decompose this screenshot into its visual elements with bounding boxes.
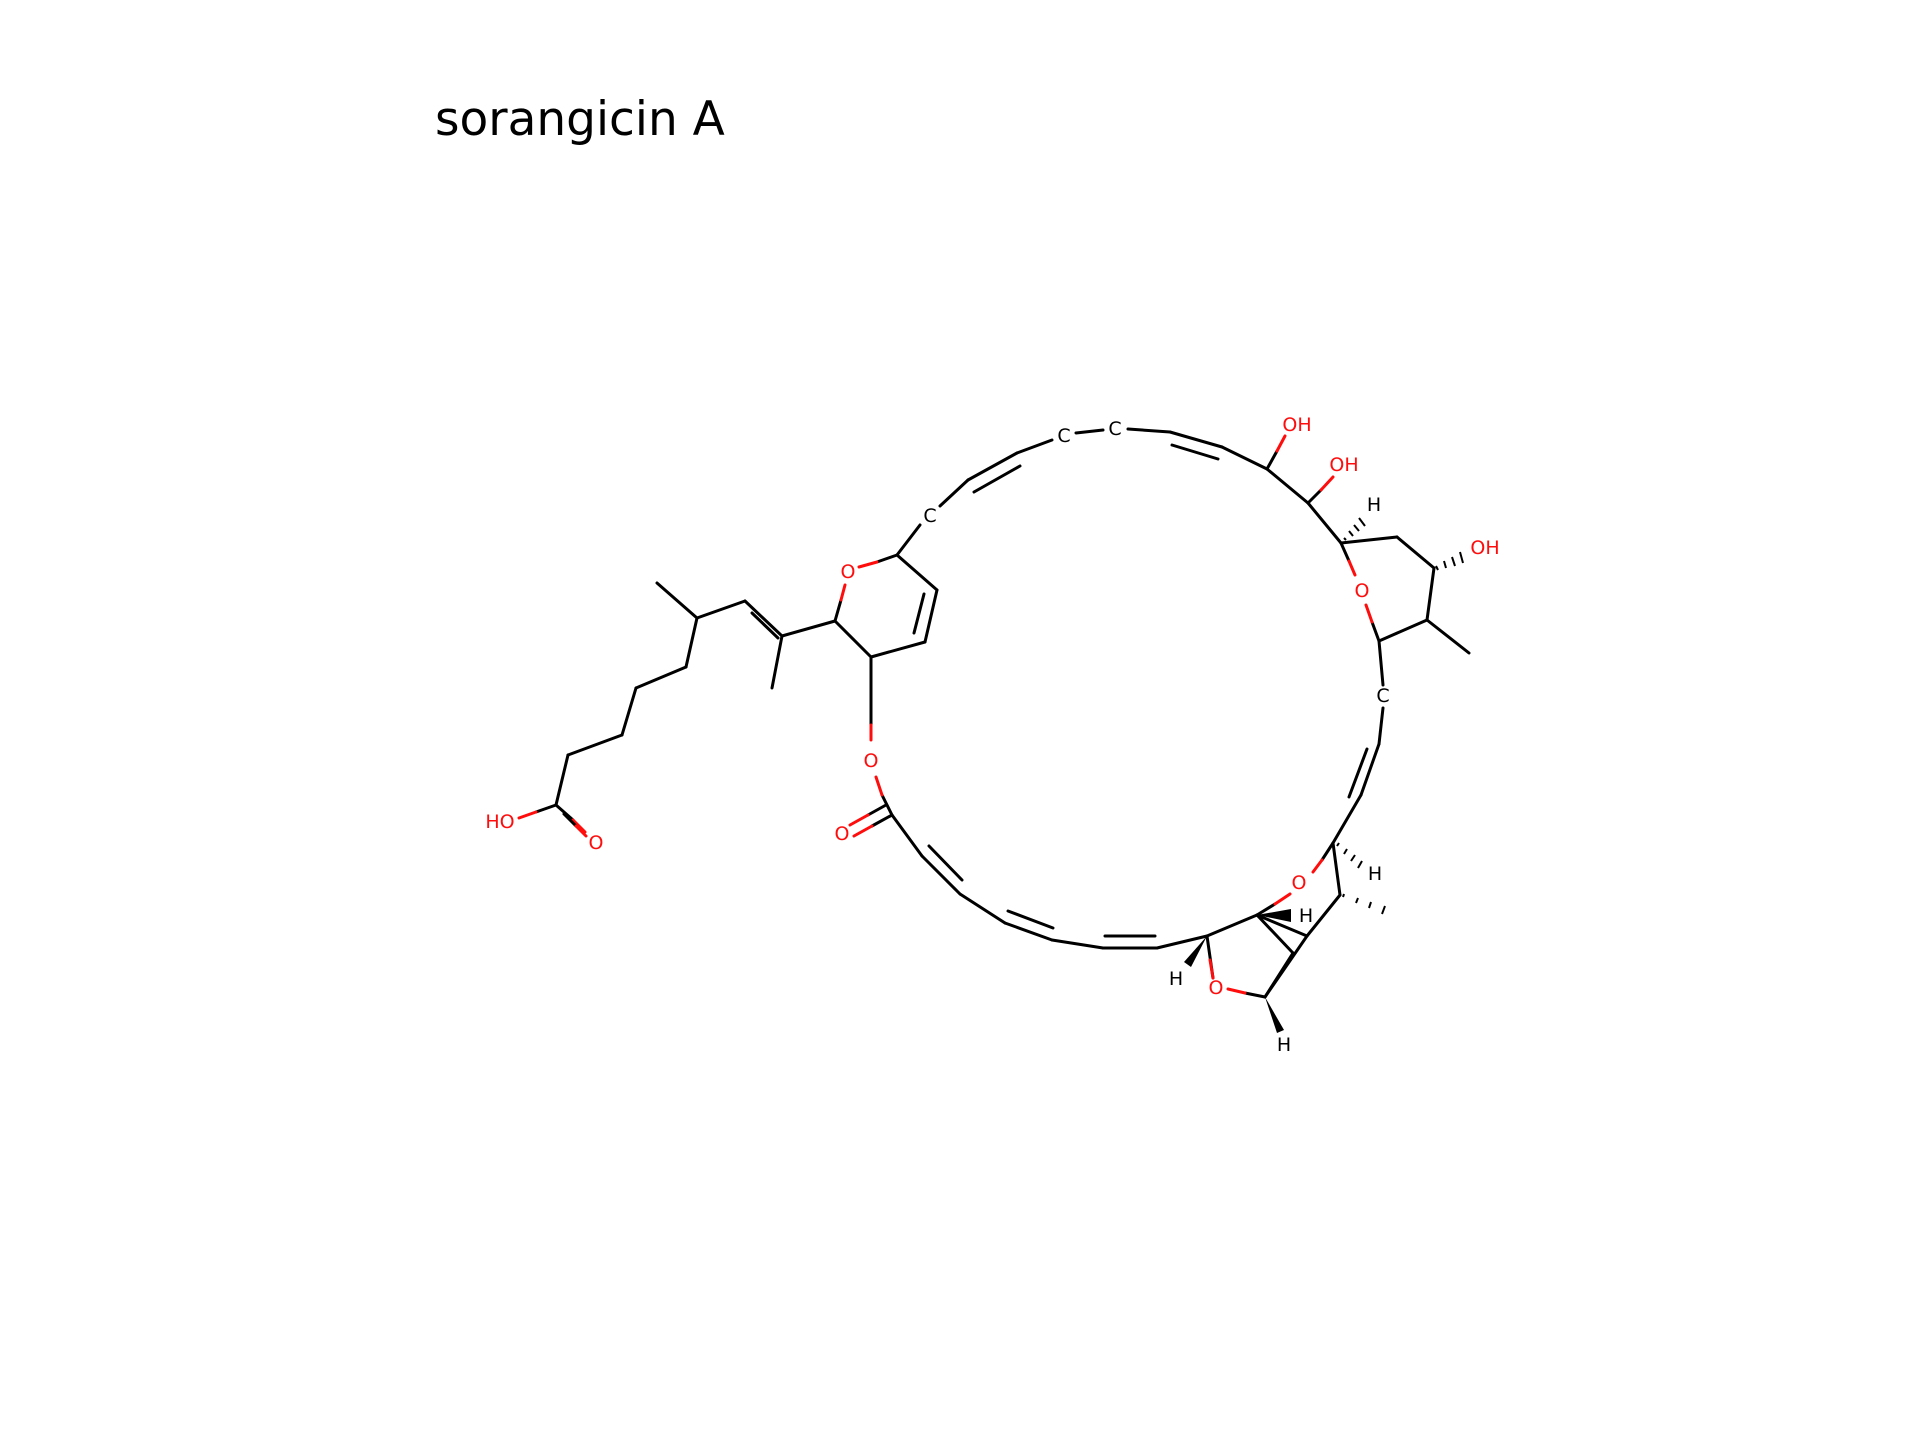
bond [1347,747,1369,799]
bond [566,733,624,757]
bond [895,523,922,557]
bond [1377,639,1385,687]
wedge-bond [1265,997,1284,1033]
bond [1168,430,1224,449]
bond [750,611,780,640]
atom-label-ho: HO [485,811,514,833]
bond [1255,913,1295,955]
bond [1155,934,1209,950]
bond [554,753,570,807]
bond [743,599,784,638]
bond [1359,742,1381,797]
atom-label-h: H [1169,968,1183,990]
bond [958,892,1007,925]
bond [620,686,638,737]
bond [1015,438,1054,455]
bond [1220,445,1269,471]
bond [780,619,837,638]
atom-label-c: C [923,505,936,527]
atom-label-h: H [1299,905,1313,927]
bond [1377,706,1385,746]
atom-label-oh: OH [1282,414,1311,436]
atom-label-o: O [1355,580,1370,602]
bond [869,640,927,659]
atom-label-o: O [835,823,850,845]
atom-label-oh: OH [1470,537,1499,559]
bond [1425,566,1436,622]
bond [1006,909,1055,930]
stereo-hashes [1336,517,1464,915]
atom-label-o: O [864,750,879,772]
bond [938,478,970,508]
atom-label-c: C [1108,418,1121,440]
bond [1331,841,1342,897]
atom-label-o: O [841,561,856,583]
bond [1265,467,1310,505]
bond [972,464,1022,494]
atom-label-o: O [1209,977,1224,999]
bond [1306,501,1343,545]
heteroatom-bonds [517,434,1381,999]
bond [1205,913,1259,938]
bond [912,592,926,635]
atom-label-h: H [1367,494,1381,516]
atom-label-c: C [1057,425,1070,447]
bond [634,665,688,690]
bond [1339,535,1399,545]
bond [1074,428,1105,435]
bond [655,581,699,620]
bond [966,451,1019,482]
atom-label-oh: OH [1329,454,1358,476]
page-title: sorangicin A [435,92,725,147]
bond [895,553,939,592]
bond [684,616,699,669]
bond [1003,921,1054,942]
bond [1331,793,1363,845]
atom-label-o: O [589,832,604,854]
bond [1425,618,1471,655]
bond [1377,618,1429,643]
wedge-bond [1184,936,1207,967]
bond [890,813,924,858]
atom-label-c: C [1376,685,1389,707]
stereo-wedges [1184,909,1291,1033]
bond [1255,913,1309,938]
atom-label-o: O [1292,872,1307,894]
wedge-bond [1257,909,1291,922]
bond [770,634,784,690]
bond [1050,938,1105,950]
bond [833,619,873,659]
bond [1170,443,1220,461]
bond [1263,934,1309,999]
bond [1126,427,1172,434]
bond [695,599,747,620]
atom-label-h: H [1277,1034,1291,1056]
bond [1395,535,1436,570]
bond [1305,893,1342,938]
atom-label-h: H [1368,863,1382,885]
bond [920,854,962,896]
bond [927,844,964,882]
atom-labels: C C C C OH OH OH O O O HO O O O O H H H … [485,414,1499,1056]
carbon-bonds [554,427,1471,999]
bond [923,588,939,644]
